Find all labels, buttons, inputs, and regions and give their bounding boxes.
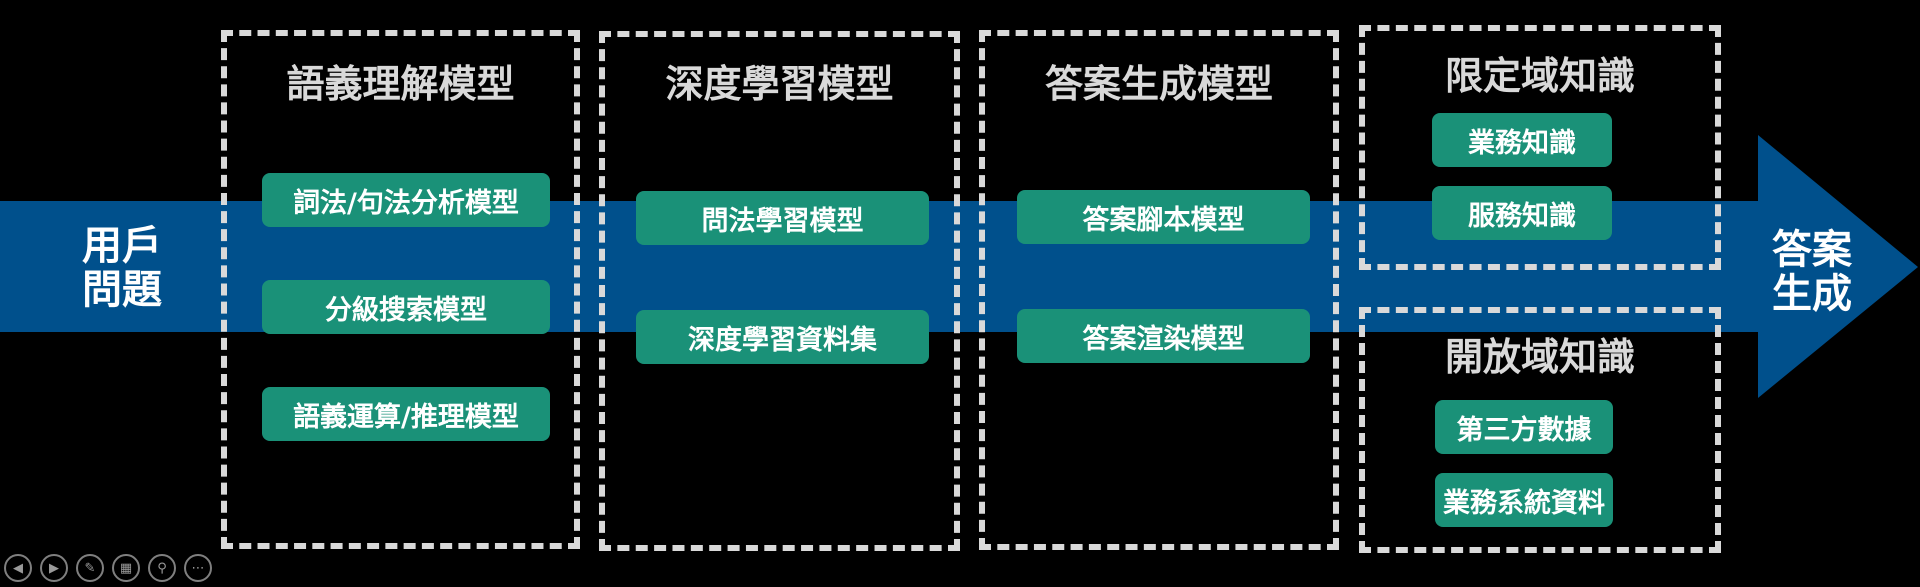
slide-sorter-icon[interactable]: ▦	[112, 554, 140, 582]
answer-generation-box: 答案生成模型 答案腳本模型 答案渲染模型	[979, 30, 1339, 550]
box-title: 語義理解模型	[286, 62, 515, 106]
open-domain-knowledge-box: 開放域知識 第三方數據 業務系統資料	[1359, 307, 1721, 553]
business-knowledge-item: 業務知識	[1432, 113, 1612, 167]
business-system-data-item: 業務系統資料	[1435, 473, 1613, 527]
semantic-reasoning-model-item: 語義運算/推理模型	[262, 387, 550, 441]
answer-script-model-item: 答案腳本模型	[1017, 190, 1310, 244]
pen-icon[interactable]: ✎	[76, 554, 104, 582]
next-slide-icon[interactable]: ▶	[40, 554, 68, 582]
closed-domain-knowledge-box: 限定域知識 業務知識 服務知識	[1359, 25, 1721, 270]
start-label: 用戶 問題	[82, 223, 162, 313]
zoom-icon[interactable]: ⚲	[148, 554, 176, 582]
third-party-data-item: 第三方數據	[1435, 400, 1613, 454]
box-title: 答案生成模型	[1044, 62, 1273, 106]
end-label: 答案 生成	[1772, 227, 1852, 317]
answer-rendering-model-item: 答案渲染模型	[1017, 309, 1310, 363]
question-learning-model-item: 問法學習模型	[636, 191, 929, 245]
service-knowledge-item: 服務知識	[1432, 186, 1612, 240]
slideshow-controls: ◀ ▶ ✎ ▦ ⚲ ⋯	[4, 554, 212, 584]
box-title: 開放域知識	[1444, 335, 1635, 379]
previous-slide-icon[interactable]: ◀	[4, 554, 32, 582]
lexical-syntax-model-item: 詞法/句法分析模型	[262, 173, 550, 227]
more-options-icon[interactable]: ⋯	[184, 554, 212, 582]
hierarchical-search-model-item: 分級搜索模型	[262, 280, 550, 334]
box-title: 深度學習模型	[665, 62, 894, 106]
box-title: 限定域知識	[1444, 54, 1635, 98]
deep-learning-box: 深度學習模型 問法學習模型 深度學習資料集	[599, 31, 960, 551]
semantic-understanding-box: 語義理解模型 詞法/句法分析模型 分級搜索模型 語義運算/推理模型	[221, 30, 580, 549]
deep-learning-dataset-item: 深度學習資料集	[636, 310, 929, 364]
